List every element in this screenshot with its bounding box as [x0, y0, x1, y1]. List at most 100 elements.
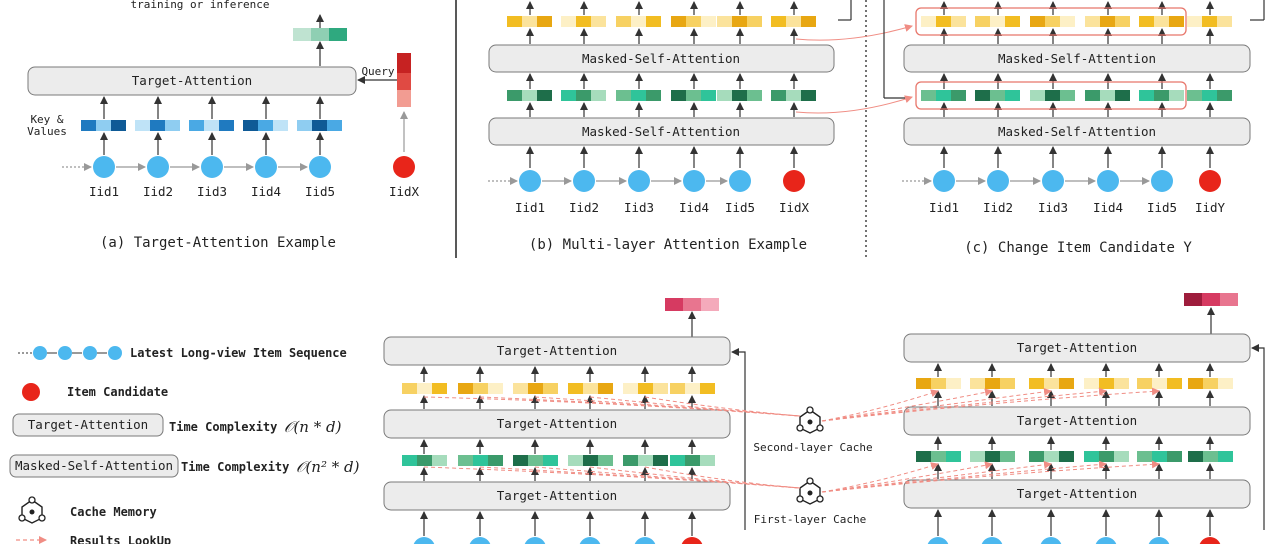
embedding [458, 383, 503, 394]
embedding [1029, 378, 1074, 389]
lookup-arrow [644, 466, 801, 489]
embedding [623, 455, 668, 466]
lookup-arrow [479, 396, 801, 417]
item-node [927, 537, 949, 544]
embedding [970, 451, 1015, 462]
bottom-right-ta-mid-box [903, 406, 1251, 436]
item-node [1040, 537, 1062, 544]
embedding [1030, 90, 1075, 101]
bottom-middle-ta-top-label: Target-Attention [497, 343, 617, 358]
bottom-middle-mid-embeddings [402, 439, 715, 481]
lookup-arrow [423, 396, 801, 417]
panel-a-item-node [201, 156, 223, 178]
lookup-arrow [821, 460, 1160, 493]
panel-b-msa-bottom-box [488, 117, 835, 146]
panel-a-target-attention-box [27, 66, 357, 96]
panel-b-msa-top-box [488, 44, 835, 73]
embedding [1187, 90, 1232, 101]
legend-ta-desc: Time Complexity [169, 420, 277, 434]
panel-b-to-c-link-bottom [795, 95, 913, 114]
item-node [634, 537, 656, 544]
bottom-right-ta-bottom-label: Target-Attention [1017, 486, 1137, 501]
panel-a-item-node [255, 156, 277, 178]
bottom-middle-item-sequence [413, 511, 703, 544]
query-cell [397, 90, 411, 107]
legend-msa-box-label: Masked-Self-Attention [15, 458, 173, 473]
cache-memory-icon [18, 496, 46, 524]
embedding [1139, 90, 1184, 101]
legend-item-node [108, 346, 122, 360]
embedding [561, 90, 606, 101]
embedding [1188, 451, 1233, 462]
panel-c: Masked-Self-Attention Masked-Self-Attent… [883, 0, 1265, 256]
panel-b-top-embeddings [507, 1, 816, 44]
embedding [671, 16, 716, 27]
embedding [1188, 378, 1233, 389]
panel-b-candidate-node [783, 170, 805, 192]
panel-a-candidate-label: IidX [389, 184, 420, 199]
bottom-right-ta-bottom-box [903, 479, 1251, 509]
panel-a-query-embedding [397, 53, 411, 107]
embedding [507, 16, 552, 27]
lookup-arrow [821, 389, 939, 422]
embedding [916, 378, 961, 389]
bottom-right-diagram: Target-Attention Target-Attention Target… [903, 293, 1265, 544]
embedding [1084, 378, 1129, 389]
first-layer-cache-label: First-layer Cache [754, 513, 867, 526]
key-value-embedding [189, 120, 234, 131]
panel-a-kv-label-1: Key & [30, 113, 63, 126]
panel-c-msa-bottom-box [903, 117, 1251, 146]
panel-b: Masked-Self-Attention Masked-Self-Attent… [488, 0, 913, 253]
panel-b-item-node [729, 170, 751, 192]
embedding [623, 383, 668, 394]
bottom-right-output-embedding [1184, 293, 1238, 306]
panel-c-msa-top-label: Masked-Self-Attention [998, 51, 1156, 66]
panel-c-msa-top-box [903, 44, 1251, 73]
panel-a-caption: (a) Target-Attention Example [100, 235, 336, 251]
query-cell [397, 53, 411, 73]
embedding [921, 90, 966, 101]
embedding [670, 455, 715, 466]
embedding [1085, 16, 1130, 27]
panel-b-item-label: IidX [779, 200, 810, 215]
legend-sequence-label: Latest Long-view Item Sequence [130, 346, 347, 360]
results-lookup-arrows [423, 387, 1160, 493]
embedding [402, 455, 447, 466]
legend-item-node [83, 346, 97, 360]
panel-a-item-label: Iid5 [305, 184, 335, 199]
embedding [1187, 16, 1232, 27]
panel-b-item-label: Iid4 [679, 200, 709, 215]
item-node [1148, 537, 1170, 544]
bottom-middle-output-embedding [665, 298, 719, 311]
panel-a-item-node [147, 156, 169, 178]
item-node [469, 537, 491, 544]
panel-c-item-label: Iid3 [1038, 200, 1068, 215]
embedding [616, 90, 661, 101]
key-value-embedding [81, 120, 126, 131]
embedding [1029, 451, 1074, 462]
panel-b-msa-bottom-label: Masked-Self-Attention [582, 124, 740, 139]
query-cell [397, 73, 411, 90]
panel-a-query-label: Query [361, 65, 394, 78]
lookup-arrow [821, 388, 993, 422]
panel-c-item-node [1151, 170, 1173, 192]
item-node [1095, 537, 1117, 544]
embedding [616, 16, 661, 27]
legend-candidate-label: Item Candidate [67, 385, 168, 399]
legend-msa-box [9, 454, 179, 478]
panel-c-item-label: Iid4 [1093, 200, 1123, 215]
panel-c-top-embeddings [921, 1, 1232, 44]
panel-b-item-node [628, 170, 650, 192]
embedding [670, 383, 715, 394]
panel-b-caption: (b) Multi-layer Attention Example [529, 237, 807, 253]
output-cells [665, 298, 719, 311]
legend-cache-label: Cache Memory [70, 505, 157, 519]
legend-ta-box-label: Target-Attention [28, 417, 148, 432]
embedding [1137, 451, 1182, 462]
panel-b-item-label: Iid1 [515, 200, 545, 215]
bottom-middle-ta-bottom-label: Target-Attention [497, 488, 617, 503]
